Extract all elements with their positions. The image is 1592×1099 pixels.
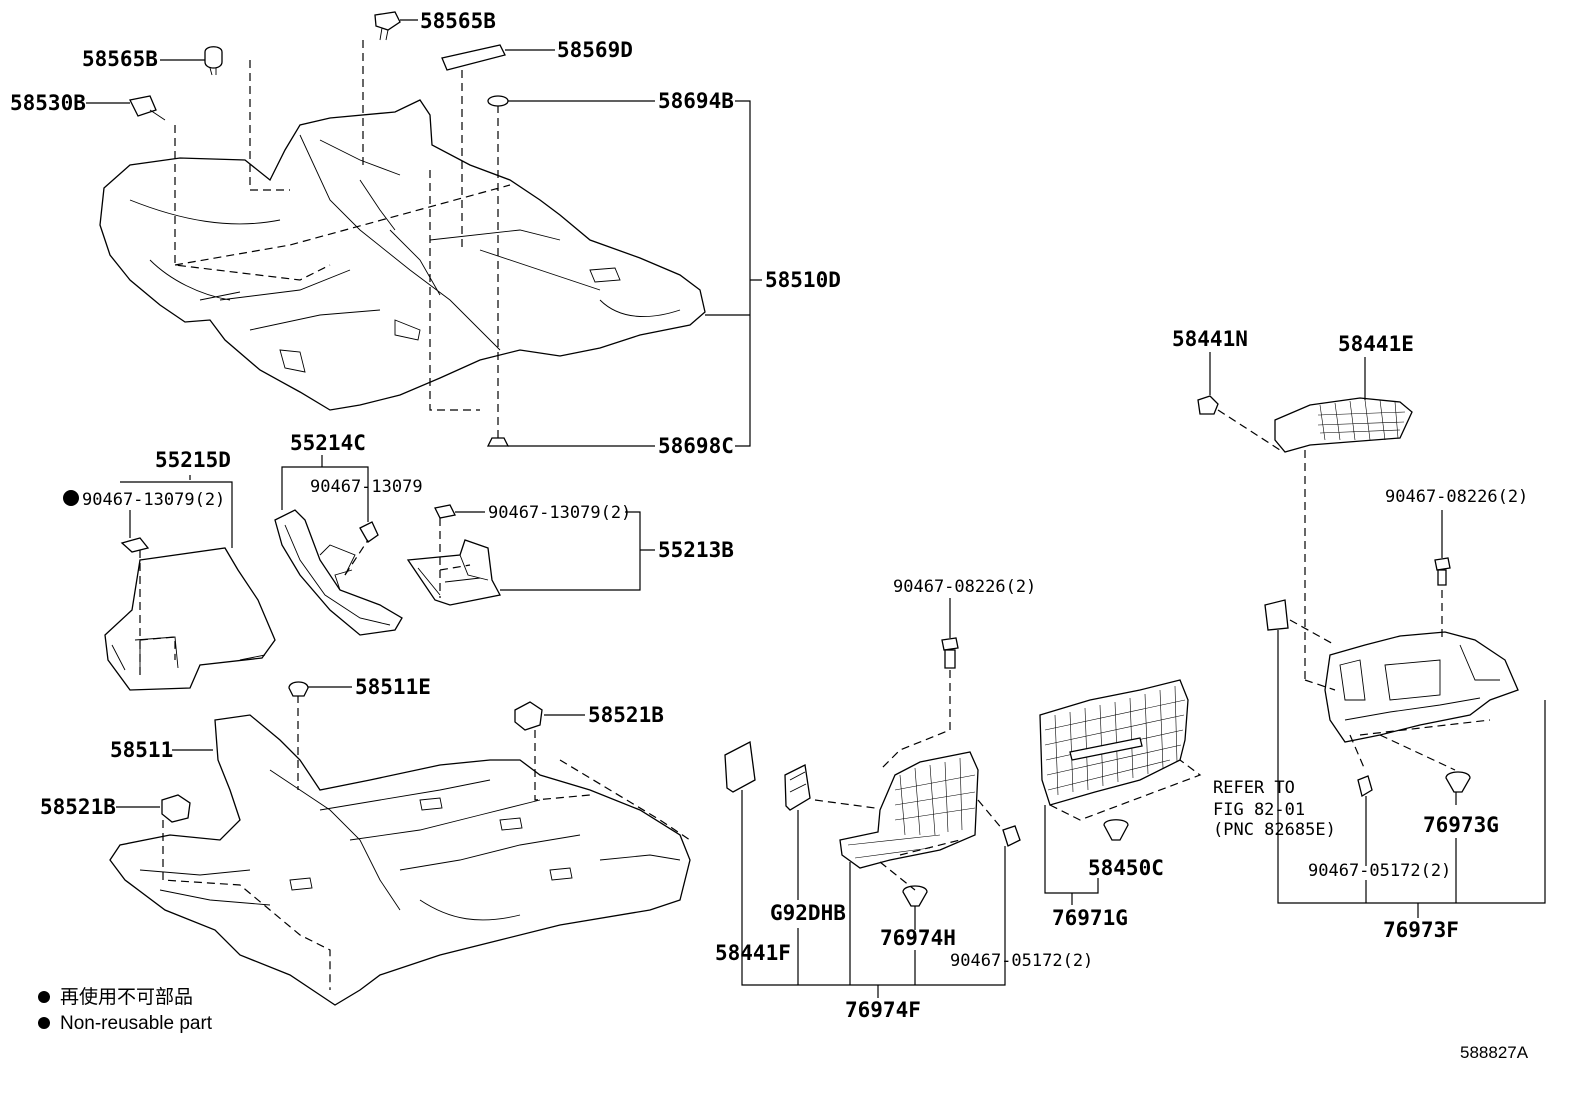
label-55215d: 55215D [155,448,231,472]
legend-line-1: 再使用不可部品 [60,986,193,1008]
label-58510d: 58510D [765,268,841,292]
label-76973g: 76973G [1423,813,1499,837]
clip-58441n[interactable] [1197,395,1219,415]
label-58441n: 58441N [1172,327,1248,351]
label-90467-05172-2-right: 90467-05172(2) [1308,861,1451,881]
floor-carpet-58510d[interactable] [99,99,706,411]
label-76971g: 76971G [1052,906,1128,930]
trim-panel-58441e[interactable] [1274,397,1413,453]
label-76974f: 76974F [845,998,921,1022]
pad-g92dhb[interactable] [784,764,811,811]
label-58530b: 58530B [10,91,86,115]
clip-58521b-right[interactable] [514,701,543,731]
screw-58530b[interactable] [129,95,166,121]
legend-bullet-2 [38,1017,50,1029]
label-58511e: 58511E [355,675,431,699]
clip-90467-08226-right[interactable] [1434,557,1451,586]
legend-line-2: Non-reusable part [60,1013,213,1034]
quarter-trim-76973f[interactable] [1264,599,1519,743]
clip-76973g[interactable] [1445,771,1471,793]
refer-to-line-1: REFER TO [1213,778,1295,798]
legend-bullet-1 [38,991,50,1003]
label-76973f: 76973F [1383,918,1459,942]
label-90467-13079-2-right: 90467-13079(2) [488,503,631,523]
clip-58511e[interactable] [288,681,309,697]
label-90467-13079-mid: 90467-13079 [310,477,423,497]
label-g92dhb: G92DHB [770,901,846,925]
refer-to-line-2: FIG 82-01 [1213,800,1305,820]
label-58565b-top: 58565B [420,9,496,33]
label-55213b: 55213B [658,538,734,562]
label-76974h: 76974H [880,926,956,950]
label-55214c: 55214C [290,431,366,455]
side-trim-76974f[interactable] [839,751,979,869]
floor-silencer-58511[interactable] [109,714,691,1006]
pad-58441f[interactable] [724,740,756,793]
floor-panel-55215d[interactable] [104,537,276,691]
clip-76974h[interactable] [902,885,928,907]
label-58441f: 58441F [715,941,791,965]
pillar-trim-55214c[interactable] [274,509,403,636]
clip-58521b-left[interactable] [161,794,191,823]
clip-90467-05172-right[interactable] [1357,775,1373,798]
label-90467-13079-2-left: 90467-13079(2) [82,490,225,510]
label-58694b: 58694B [658,89,734,113]
label-90467-08226-2-right: 90467-08226(2) [1385,487,1528,507]
refer-to-line-3: (PNC 82685E) [1213,820,1336,840]
label-90467-05172-2-mid: 90467-05172(2) [950,951,1093,971]
label-58569d: 58569D [557,38,633,62]
clip-58565b-left[interactable] [204,46,223,76]
label-58521b-right: 58521B [588,703,664,727]
clip-58565b-top[interactable] [374,11,401,41]
label-90467-08226-2-mid: 90467-08226(2) [893,577,1036,597]
label-58698c: 58698C [658,434,734,458]
floor-panel-55213b[interactable] [406,504,501,606]
diagram-id: 588827A [1460,1043,1529,1062]
side-trim-76971g[interactable] [1039,679,1189,806]
label-58441e: 58441E [1338,332,1414,356]
grommet-58698c[interactable] [486,437,510,447]
grommet-58694b[interactable] [487,95,509,107]
clip-90467-05172-mid[interactable] [1002,825,1021,847]
plate-58569d[interactable] [441,44,506,71]
label-58450c: 58450C [1088,856,1164,880]
label-58521b-left: 58521B [40,795,116,819]
label-58511: 58511 [110,738,173,762]
clip-90467-08226-mid[interactable] [941,637,959,669]
label-58565b-left: 58565B [82,47,158,71]
clip-58450c[interactable] [1103,819,1129,841]
non-reusable-bullet-left [63,490,79,506]
